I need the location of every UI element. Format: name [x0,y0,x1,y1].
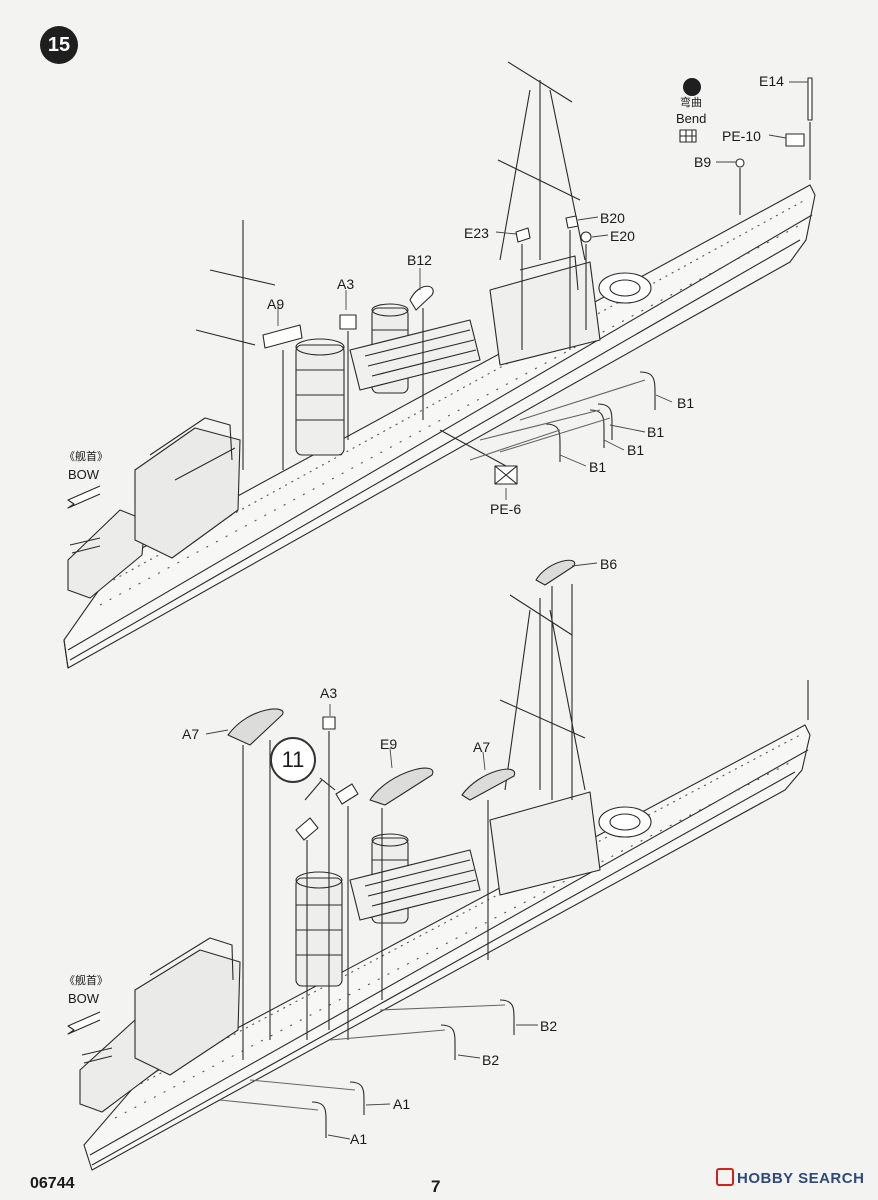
substep-reference-circle: 11 [270,737,316,783]
part-label-a1-1: A1 [393,1096,411,1112]
part-label-b1-1: B1 [677,395,695,411]
part-label-a7-2: A7 [473,739,491,755]
leader-lines [205,81,808,1140]
ship-bottom-masts [499,594,809,791]
ship-top-parts [262,77,813,485]
part-label-a3-top: A3 [337,276,355,292]
ship-top-turret [67,509,146,599]
bow-arrow-top [67,485,101,509]
part-label-b9: B9 [694,154,712,170]
ship-bottom-a1-parts [219,1079,365,1138]
part-label-e14: E14 [759,73,784,89]
part-label-a3-bottom: A3 [320,685,338,701]
step-number-badge: 15 [40,26,78,64]
part-label-b1-2: B1 [647,424,665,440]
part-label-pe6: PE-6 [490,501,522,517]
bow-label-chinese-top: 《舰首》 [64,451,108,463]
watermark: HOBBY SEARCH [716,1168,864,1187]
part-label-a9: A9 [267,296,285,312]
ship-bottom-bridge [134,937,241,1076]
page-number: 7 [431,1177,441,1196]
ship-bottom-hull [83,724,811,1171]
part-label-e23: E23 [464,225,489,241]
ship-bottom-funnel-fore [295,871,343,987]
bow-arrow-bottom [67,1011,101,1035]
ship-bottom-liferaft [598,806,652,838]
part-label-b20: B20 [600,210,625,226]
part-label-b6: B6 [600,556,618,572]
part-label-e9: E9 [380,736,398,752]
part-label-pe10: PE-10 [722,128,761,144]
ship-top-masts [195,61,586,470]
part-label-b1-3: B1 [627,442,645,458]
watermark-logo-icon [716,1168,734,1186]
ship-top-hull [63,184,816,669]
watermark-text: HOBBY SEARCH [737,1170,865,1187]
bow-label-bottom: BOW [68,991,100,1006]
part-label-e20: E20 [610,228,635,244]
part-label-b2-1: B2 [540,1018,558,1034]
ship-top-funnel-fore [295,338,345,456]
part-label-a7-1: A7 [182,726,200,742]
part-label-b12: B12 [407,252,432,268]
ship-top-bridge [134,417,241,559]
ship-top-b1-parts [469,371,656,462]
bend-note-english: Bend [676,111,707,126]
ship-bottom-parts [227,559,576,1060]
part-label-a1-2: A1 [350,1131,368,1147]
kit-number: 06744 [30,1175,75,1192]
part-label-b1-4: B1 [589,459,607,475]
part-label-b2-2: B2 [482,1052,500,1068]
ship-top-liferaft [598,272,652,304]
ship-bottom-b2-parts [329,999,515,1060]
bend-note-chinese: 弯曲 [680,97,702,109]
bow-label-top: BOW [68,467,100,482]
bend-icon [683,78,701,96]
ship-top-railing [94,199,806,606]
ship-top-midship [349,255,601,391]
bow-label-chinese-bottom: 《舰首》 [64,975,108,987]
